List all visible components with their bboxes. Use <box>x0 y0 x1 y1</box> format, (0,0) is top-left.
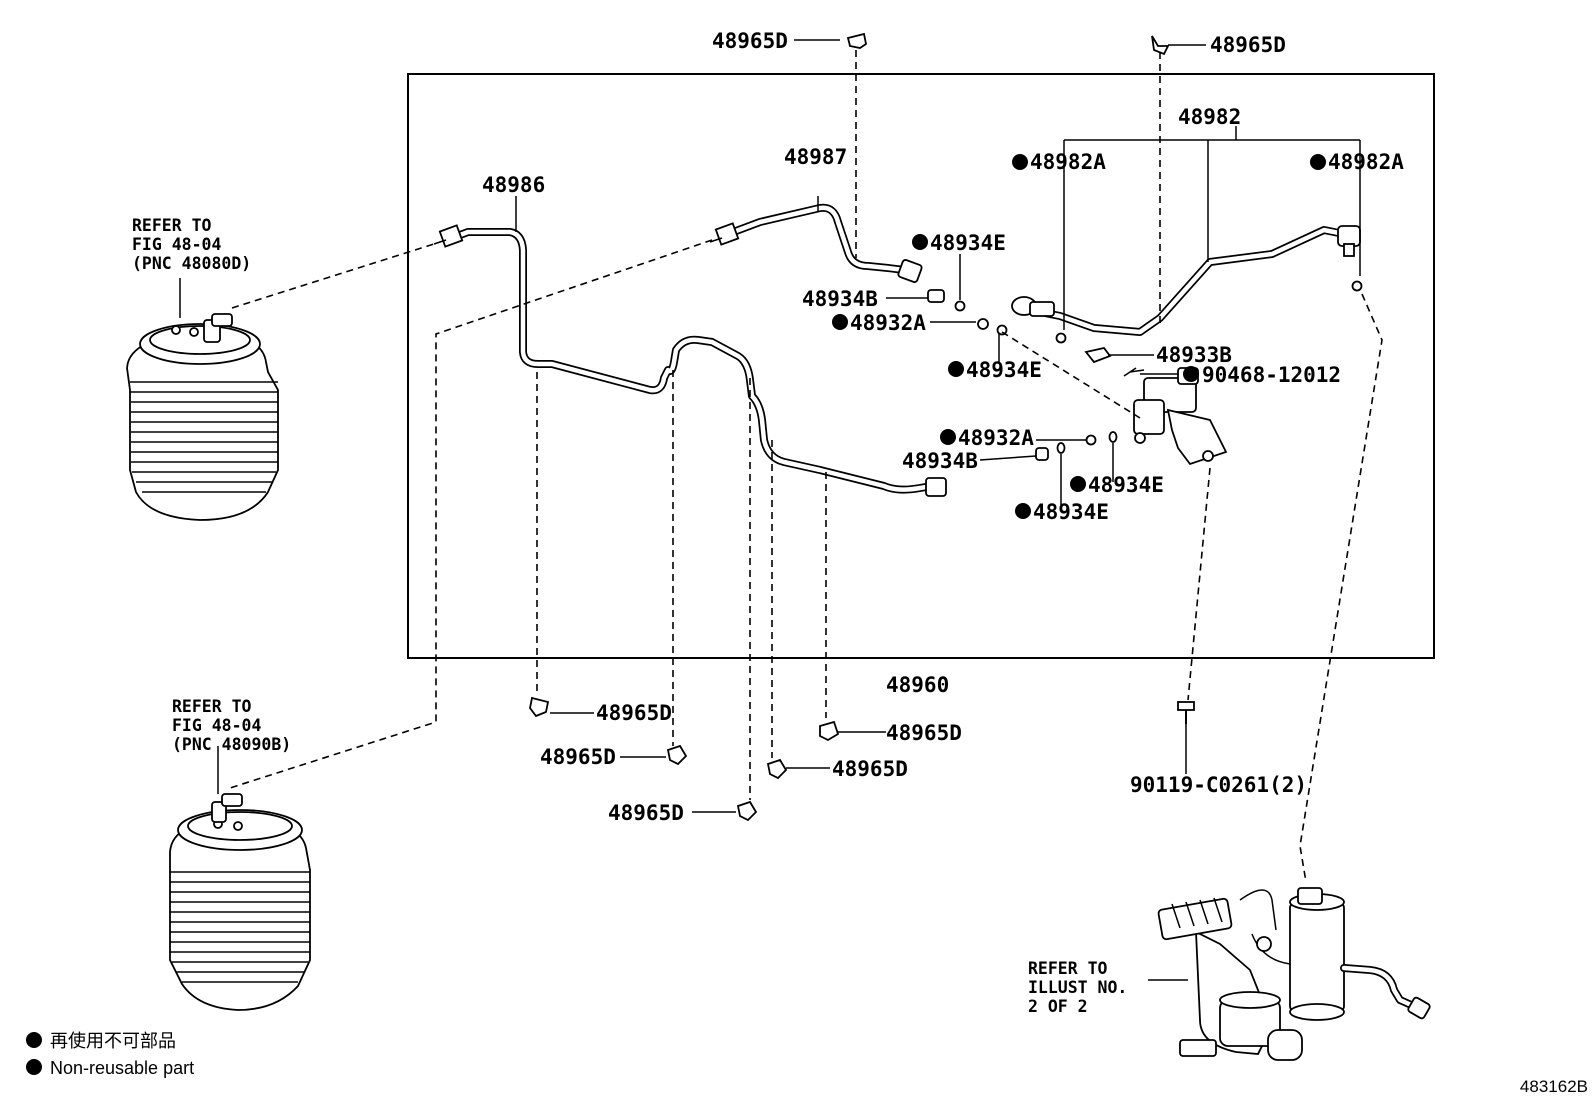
oring-48934E-a <box>954 300 966 312</box>
label-48965D: 48965D <box>1210 33 1286 57</box>
clip-48933B <box>1084 346 1112 364</box>
clip-90468-12012 <box>1123 367 1145 377</box>
figure-id: 483162B <box>1520 1077 1588 1096</box>
svg-text:FIG 48-04: FIG 48-04 <box>132 235 221 254</box>
label-48965D: 48965D <box>608 801 684 825</box>
clip-icon <box>666 744 688 766</box>
filled-circle-bullet-icon <box>1015 503 1031 519</box>
filled-circle-bullet-icon <box>26 1032 42 1048</box>
label-90119-C0261: 90119-C0261(2) <box>1130 773 1307 797</box>
svg-text:2 OF 2: 2 OF 2 <box>1028 997 1088 1016</box>
label-48982A: 48982A <box>1328 150 1404 174</box>
label-48965D: 48965D <box>832 757 908 781</box>
clip-icon <box>1151 35 1170 56</box>
label-90468-12012: 90468-12012 <box>1202 363 1341 387</box>
fitting-48982-left <box>1011 296 1055 317</box>
svg-text:REFER TO: REFER TO <box>1028 959 1108 978</box>
label-48934E: 48934E <box>930 231 1006 255</box>
clip-icon <box>766 758 788 780</box>
label-48965D: 48965D <box>540 745 616 769</box>
fitting-48982-right <box>1337 225 1361 257</box>
gasket-48932A-b <box>1085 434 1097 446</box>
filled-circle-bullet-icon <box>832 314 848 330</box>
reference-note-front-spring: REFER TO FIG 48-04 (PNC 48080D) <box>132 216 251 273</box>
air-spring-icon <box>169 793 311 1011</box>
svg-text:(PNC 48090B): (PNC 48090B) <box>172 735 291 754</box>
filled-circle-bullet-icon <box>1183 366 1199 382</box>
label-48932A: 48932A <box>850 311 926 335</box>
label-48987: 48987 <box>784 145 847 169</box>
solenoid-valve-icon <box>1133 367 1228 466</box>
filled-circle-bullet-icon <box>26 1059 42 1075</box>
union-48934B-a <box>927 289 945 303</box>
reference-note-compressor: REFER TO ILLUST NO. 2 OF 2 <box>1028 959 1127 1016</box>
label-48960: 48960 <box>886 673 949 697</box>
clip-icon <box>736 800 758 822</box>
label-48934B: 48934B <box>902 449 978 473</box>
tube-48982 <box>1026 226 1348 336</box>
label-48965D: 48965D <box>886 721 962 745</box>
label-48986: 48986 <box>482 173 545 197</box>
svg-text:(PNC 48080D): (PNC 48080D) <box>132 254 251 273</box>
oring-48982A-left <box>1055 332 1067 344</box>
filled-circle-bullet-icon <box>948 361 964 377</box>
svg-text:FIG 48-04: FIG 48-04 <box>172 716 261 735</box>
filled-circle-bullet-icon <box>940 429 956 445</box>
tube-48986 <box>448 228 936 494</box>
svg-text:REFER TO: REFER TO <box>132 216 212 235</box>
phantom-lines <box>229 50 1383 883</box>
label-48965D: 48965D <box>596 701 672 725</box>
leader-lines <box>179 39 1361 981</box>
clip-icon <box>819 720 840 742</box>
label-48934E: 48934E <box>1033 500 1109 524</box>
label-48934E: 48934E <box>1088 473 1164 497</box>
gasket-48932A-a <box>977 318 989 330</box>
label-48982A: 48982A <box>1030 150 1106 174</box>
fitting-48986-left <box>433 224 464 248</box>
filled-circle-bullet-icon <box>1012 154 1028 170</box>
oring-48934E-b <box>996 324 1008 336</box>
legend-english: Non-reusable part <box>50 1058 194 1078</box>
label-48982: 48982 <box>1178 105 1241 129</box>
label-48933B: 48933B <box>1156 343 1232 367</box>
svg-text:ILLUST NO.: ILLUST NO. <box>1028 978 1127 997</box>
label-48934E: 48934E <box>966 358 1042 382</box>
fitting-48986-right <box>925 477 947 497</box>
oring-48982A-right <box>1351 280 1363 292</box>
assembly-frame <box>407 73 1435 659</box>
oring-48934E-d <box>1056 442 1066 454</box>
legend-japanese: 再使用不可部品 <box>50 1031 176 1051</box>
union-48934B-b <box>1035 447 1049 461</box>
reference-note-rear-spring: REFER TO FIG 48-04 (PNC 48090B) <box>172 697 291 754</box>
svg-text:REFER TO: REFER TO <box>172 697 252 716</box>
filled-circle-bullet-icon <box>912 234 928 250</box>
fitting-48987-right <box>897 259 923 283</box>
clip-icon <box>846 32 868 49</box>
tube-48987 <box>724 203 908 274</box>
air-spring-icon <box>126 313 279 521</box>
bolt-icon <box>1177 701 1195 724</box>
label-48934B: 48934B <box>802 287 878 311</box>
label-48965D: 48965D <box>712 29 788 53</box>
clip-icon <box>529 696 550 718</box>
label-48932A: 48932A <box>958 426 1034 450</box>
fitting-48987-left <box>709 222 740 246</box>
air-compressor-icon <box>1157 887 1431 1061</box>
filled-circle-bullet-icon <box>1310 154 1326 170</box>
oring-48934E-c <box>1108 431 1118 443</box>
filled-circle-bullet-icon <box>1070 476 1086 492</box>
